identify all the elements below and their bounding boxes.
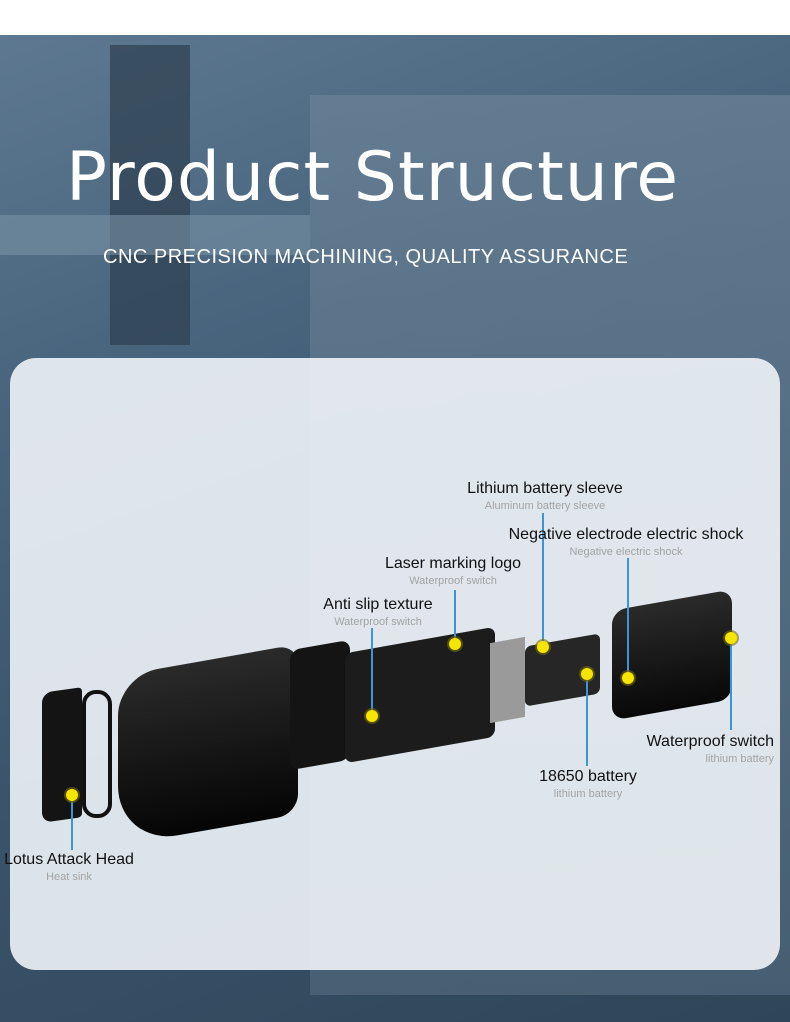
marker-dot — [366, 710, 378, 722]
leader-line — [454, 590, 456, 644]
leader-line — [586, 674, 588, 766]
page-subtitle: CNC PRECISION MACHINING, QUALITY ASSURAN… — [103, 246, 629, 268]
marker-dot — [66, 789, 78, 801]
page-title: Product Structure — [66, 138, 680, 217]
leader-line — [542, 513, 544, 647]
leader-line — [371, 628, 373, 716]
marker-dot — [725, 632, 737, 644]
marker-dot — [449, 638, 461, 650]
leader-line — [627, 558, 629, 678]
marker-dot — [537, 641, 549, 653]
marker-dot — [622, 672, 634, 684]
leader-line — [71, 795, 73, 850]
marker-dot — [581, 668, 593, 680]
leader-line — [730, 638, 732, 730]
